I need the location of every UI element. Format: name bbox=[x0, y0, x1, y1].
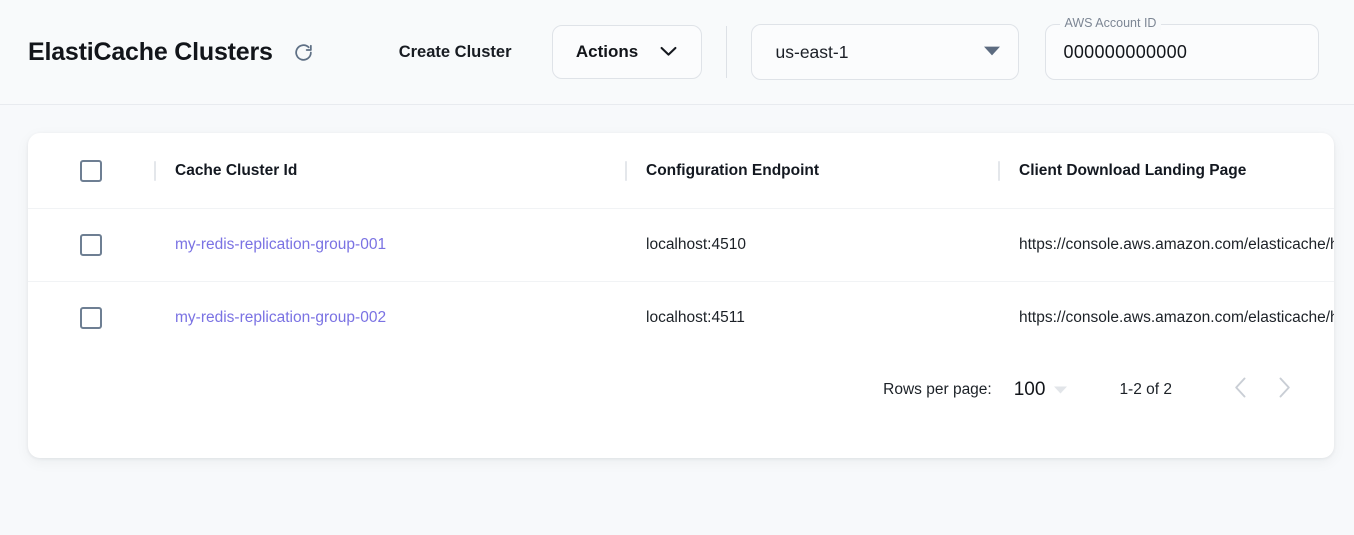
cell-cache-cluster-id: my-redis-replication-group-001 bbox=[154, 236, 625, 254]
row-select-cell bbox=[28, 307, 154, 329]
chevron-down-icon bbox=[660, 45, 677, 60]
row-select-cell bbox=[28, 234, 154, 256]
table-pagination: Rows per page: 100 1-2 of 2 bbox=[28, 354, 1334, 426]
cluster-id-link[interactable]: my-redis-replication-group-002 bbox=[175, 309, 387, 326]
cell-client-download-landing-page: https://console.aws.amazon.com/elasticac… bbox=[998, 236, 1334, 254]
select-all-checkbox[interactable] bbox=[80, 159, 102, 182]
row-checkbox[interactable] bbox=[80, 234, 102, 256]
create-cluster-button[interactable]: Create Cluster bbox=[393, 35, 518, 70]
region-select[interactable]: us-east-1 bbox=[750, 24, 1019, 80]
cell-client-download-landing-page: https://console.aws.amazon.com/elasticac… bbox=[998, 309, 1334, 327]
table-header-row: Cache Cluster Id Configuration Endpoint … bbox=[28, 133, 1334, 208]
clusters-table-card: Cache Cluster Id Configuration Endpoint … bbox=[28, 133, 1334, 458]
rows-per-page-label: Rows per page: bbox=[883, 381, 992, 398]
column-header-label: Configuration Endpoint bbox=[646, 161, 820, 179]
endpoint-value: localhost:4510 bbox=[646, 236, 746, 253]
pagination-range: 1-2 of 2 bbox=[1119, 381, 1172, 398]
aws-account-id-label: AWS Account ID bbox=[1059, 16, 1162, 30]
clusters-table: Cache Cluster Id Configuration Endpoint … bbox=[28, 133, 1334, 426]
caret-down-icon bbox=[1054, 381, 1068, 399]
header-divider bbox=[725, 26, 727, 78]
rows-per-page-select[interactable]: 100 bbox=[1014, 379, 1068, 401]
refresh-icon[interactable] bbox=[287, 35, 321, 69]
chevron-right-icon bbox=[1278, 377, 1291, 403]
cluster-id-link[interactable]: my-redis-replication-group-001 bbox=[175, 236, 387, 253]
caret-down-icon bbox=[983, 43, 1000, 61]
aws-account-id-value: 000000000000 bbox=[1063, 41, 1188, 62]
column-header-label: Client Download Landing Page bbox=[1019, 161, 1247, 179]
select-all-cell bbox=[28, 159, 154, 182]
actions-button-label: Actions bbox=[575, 42, 639, 61]
column-header-configuration-endpoint[interactable]: Configuration Endpoint bbox=[625, 160, 998, 181]
column-header-label: Cache Cluster Id bbox=[175, 161, 298, 179]
table-row: my-redis-replication-group-002 localhost… bbox=[28, 281, 1334, 354]
chevron-left-icon bbox=[1234, 377, 1247, 403]
rows-per-page-value: 100 bbox=[1013, 379, 1046, 400]
column-separator bbox=[154, 160, 156, 181]
column-header-client-download-landing-page[interactable]: Client Download Landing Page bbox=[998, 160, 1334, 181]
next-page-button[interactable] bbox=[1262, 368, 1306, 412]
cell-configuration-endpoint: localhost:4510 bbox=[625, 236, 998, 254]
previous-page-button[interactable] bbox=[1218, 368, 1262, 412]
aws-account-id-field[interactable]: AWS Account ID 000000000000 bbox=[1044, 16, 1319, 80]
column-separator bbox=[998, 160, 1000, 181]
table-row: my-redis-replication-group-001 localhost… bbox=[28, 208, 1334, 281]
actions-button[interactable]: Actions bbox=[551, 25, 702, 79]
app-header: ElastiCache Clusters Create Cluster Acti… bbox=[0, 0, 1354, 105]
landing-page-value: https://console.aws.amazon.com/elasticac… bbox=[1019, 309, 1334, 326]
column-separator bbox=[625, 160, 627, 181]
landing-page-value: https://console.aws.amazon.com/elasticac… bbox=[1019, 236, 1334, 253]
page-title: ElastiCache Clusters bbox=[28, 37, 273, 66]
region-select-value: us-east-1 bbox=[775, 41, 849, 62]
column-header-cache-cluster-id[interactable]: Cache Cluster Id bbox=[154, 160, 625, 181]
cell-cache-cluster-id: my-redis-replication-group-002 bbox=[154, 309, 625, 327]
row-checkbox[interactable] bbox=[80, 307, 102, 329]
cell-configuration-endpoint: localhost:4511 bbox=[625, 309, 998, 327]
endpoint-value: localhost:4511 bbox=[646, 309, 745, 326]
